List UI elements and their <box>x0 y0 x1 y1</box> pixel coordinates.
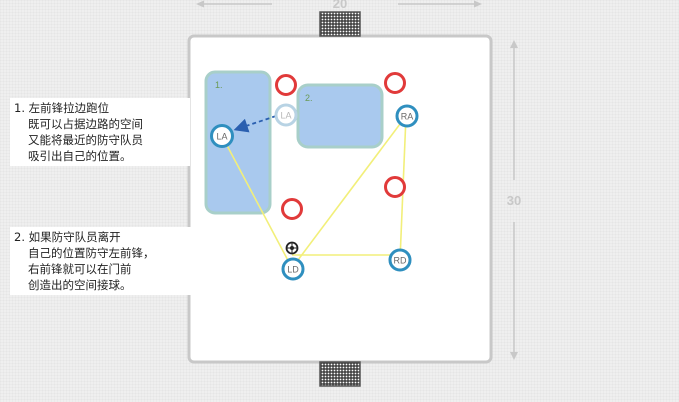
note-2-line: 2. 如果防守队员离开 <box>14 230 121 244</box>
note-2-line: 右前锋就可以在门前 <box>28 262 132 276</box>
note-2-line: 创造出的空间接球。 <box>28 278 132 292</box>
svg-text:LD: LD <box>287 265 299 275</box>
svg-text:RD: RD <box>394 256 407 266</box>
svg-text:RA: RA <box>401 112 414 122</box>
note-1-line: 吸引出自己的位置。 <box>28 149 132 163</box>
player-ra: RA <box>395 104 419 128</box>
zone-2-label: 2. <box>305 93 313 103</box>
bottom-goal <box>319 361 361 387</box>
player-ld: LD <box>281 257 305 281</box>
zone-2 <box>296 83 384 149</box>
top-goal <box>319 11 361 37</box>
note-1-line: 又能将最近的防守队员 <box>28 133 143 147</box>
width-label: 20 <box>333 0 347 11</box>
defenders <box>275 72 406 220</box>
soccer-ball-icon <box>285 241 299 255</box>
defender-marker <box>384 72 406 94</box>
note-1-line: 既可以占据边路的空间 <box>28 117 143 131</box>
width-dimension: 20 <box>196 0 482 11</box>
defender-marker <box>281 198 303 220</box>
note-1: 1. 左前锋拉边跑位 既可以占据边路的空间 又能将最近的防守队员 吸引出自己的位… <box>10 98 190 166</box>
player-la: LA <box>210 124 234 148</box>
player-rd: RD <box>388 248 412 272</box>
height-label: 30 <box>507 193 521 208</box>
note-2-line: 自己的位置防守左前锋， <box>28 246 155 260</box>
note-2: 2. 如果防守队员离开 自己的位置防守左前锋， 右前锋就可以在门前 创造出的空间… <box>10 227 200 295</box>
zone-1-label: 1. <box>215 80 223 90</box>
note-1-line: 1. 左前锋拉边跑位 <box>14 101 110 115</box>
player-la-ghost: LA <box>274 103 298 127</box>
defender-marker <box>384 176 406 198</box>
defender-marker <box>275 74 297 96</box>
svg-text:LA: LA <box>280 111 291 121</box>
height-dimension: 30 <box>507 40 521 360</box>
zone-1 <box>204 70 272 215</box>
svg-text:LA: LA <box>216 132 227 142</box>
